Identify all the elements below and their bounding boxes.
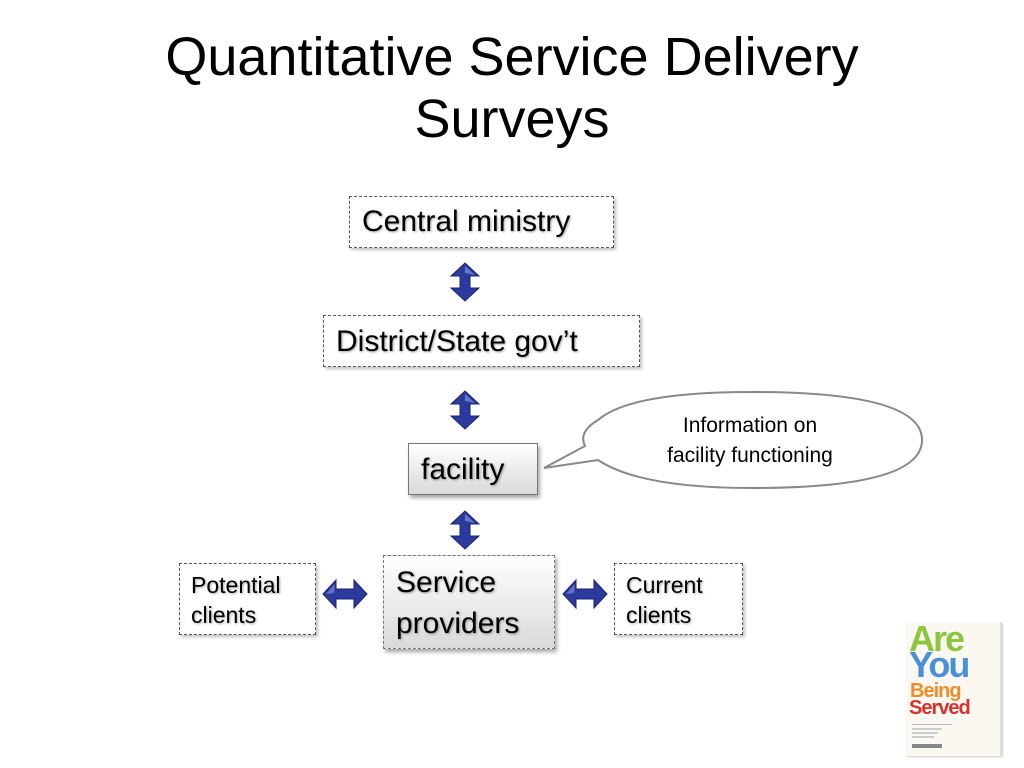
central-ministry-label: Central ministry: [362, 205, 571, 238]
potential-clients-line-2: clients: [191, 602, 257, 628]
service-providers-line-2: providers: [396, 607, 520, 640]
double-arrow-horizontal-icon: [562, 578, 608, 610]
double-arrow-horizontal-icon: [322, 578, 368, 610]
book-cover-publisher-logo: [912, 744, 942, 748]
book-cover-fine-print: [912, 724, 952, 739]
book-cover-word-1: Are: [909, 622, 965, 659]
current-clients-box: Current clients: [614, 563, 743, 635]
callout-line-1: Information on: [682, 414, 818, 437]
title-line-1: Quantitative Service Delivery: [165, 27, 859, 87]
title-line-2: Surveys: [414, 89, 610, 149]
current-clients-line-2: clients: [626, 602, 692, 628]
service-providers-box: Service providers: [383, 555, 555, 649]
double-arrow-vertical-icon: [449, 510, 481, 550]
callout-line-2: facility functioning: [667, 444, 833, 467]
potential-clients-line-1: Potential: [191, 572, 281, 598]
book-cover-word-3: Being: [910, 680, 962, 702]
district-state-box: District/State gov’t: [323, 315, 640, 367]
book-cover-word-4: Served: [909, 697, 971, 719]
potential-clients-box: Potential clients: [179, 563, 316, 635]
service-providers-line-1: Service: [396, 566, 497, 599]
central-ministry-box: Central ministry: [349, 196, 614, 248]
slide-title: Quantitative Service Delivery Surveys: [0, 26, 1024, 150]
facility-box: facility: [408, 443, 538, 495]
current-clients-line-1: Current: [626, 572, 703, 598]
book-cover-image: Are You Being Served: [906, 622, 1002, 756]
district-state-label: District/State gov’t: [336, 325, 578, 358]
double-arrow-vertical-icon: [449, 390, 481, 430]
facility-label: facility: [421, 453, 505, 486]
double-arrow-vertical-icon: [449, 262, 481, 302]
book-cover-word-2: You: [909, 644, 970, 685]
callout-text: Information on facility functioning: [630, 411, 870, 471]
